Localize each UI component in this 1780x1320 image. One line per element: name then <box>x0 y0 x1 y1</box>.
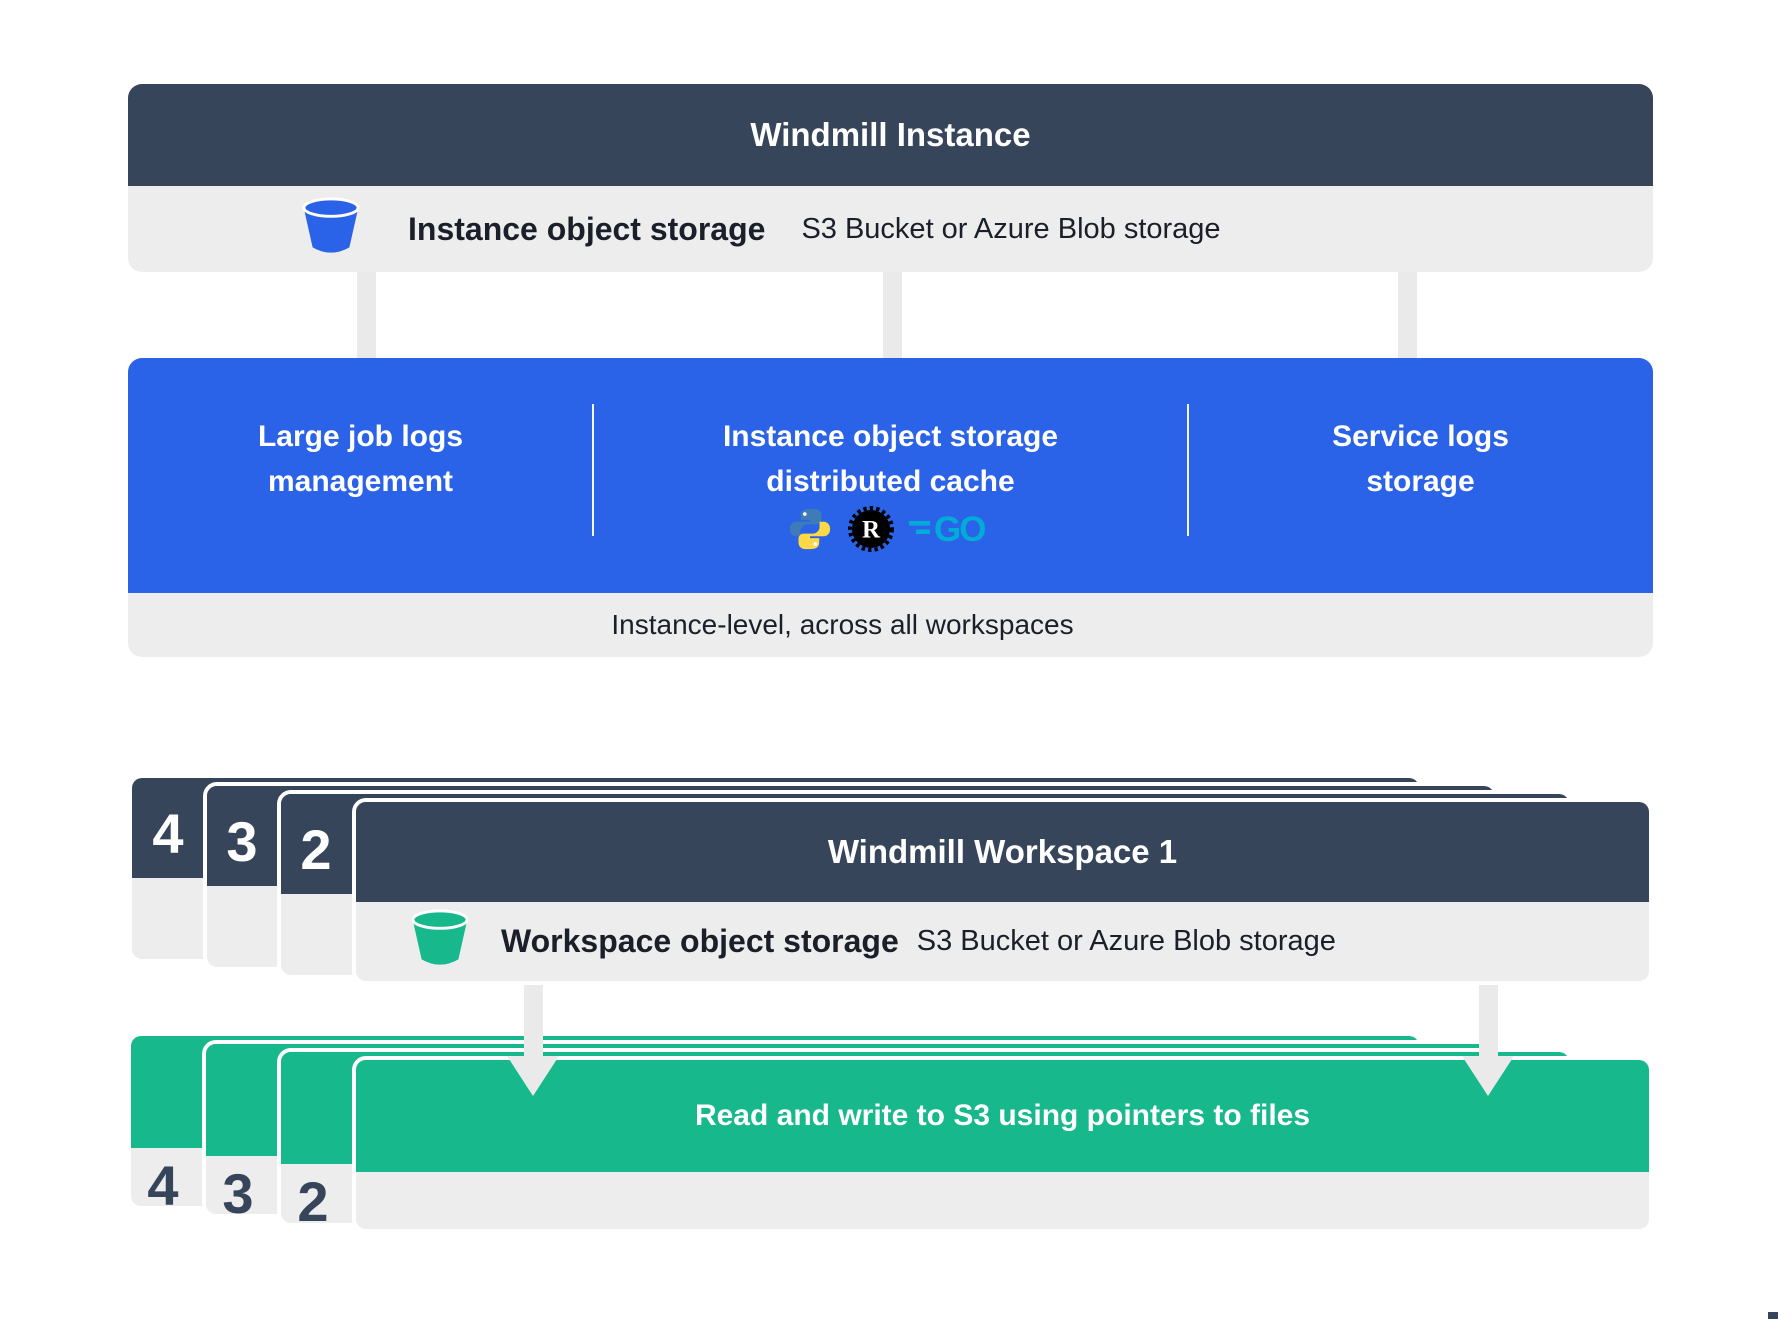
instance-title: Windmill Instance <box>750 116 1031 153</box>
workspace-stack-number-4: 4 <box>152 802 184 865</box>
column-divider <box>1187 404 1189 536</box>
workspace-card-1: Windmill Workspace 1 Workspace object st… <box>352 798 1653 985</box>
workspace-storage-row: Workspace object storage S3 Bucket or Az… <box>356 902 1649 981</box>
action-stack-number-3: 3 <box>222 1162 254 1225</box>
bucket-icon <box>409 909 471 974</box>
down-arrow-head <box>1462 1056 1514 1096</box>
down-arrow <box>1398 272 1417 358</box>
instance-header: Windmill Instance <box>128 84 1653 186</box>
workspace-footer: Workspace-level, one setup per workspace <box>356 1172 1649 1229</box>
svg-text:GO: GO <box>934 510 985 549</box>
rust-icon: R <box>847 505 895 566</box>
instance-storage-label: Instance object storage <box>408 210 766 247</box>
action-headline: Read and write to S3 using pointers to f… <box>356 1060 1649 1172</box>
language-logos-row: R GO <box>593 505 1188 559</box>
workspace-stack-number-3: 3 <box>226 810 258 873</box>
python-icon <box>787 506 833 565</box>
instance-footer: Instance-level, across all workspaces <box>128 593 1653 657</box>
feature-distributed-cache: Instance object storage distributed cach… <box>593 414 1188 559</box>
instance-storage-row: Instance object storage S3 Bucket or Azu… <box>128 186 1653 272</box>
down-arrow-head <box>507 1056 559 1096</box>
workspace-title: Windmill Workspace 1 <box>356 802 1649 902</box>
go-icon: GO <box>908 508 995 563</box>
action-stack-number-2: 2 <box>297 1170 329 1233</box>
corner-artifact <box>1768 1312 1778 1319</box>
instance-footer-text: Instance-level, across all workspaces <box>611 609 1074 640</box>
action-card-1: Read and write to S3 using pointers to f… <box>352 1056 1653 1233</box>
column-divider <box>592 404 594 536</box>
down-arrow <box>357 272 376 358</box>
workspace-storage-label: Workspace object storage <box>501 923 899 959</box>
feature-large-job-logs: Large job logs management <box>257 420 464 498</box>
down-arrow <box>883 272 902 358</box>
workspace-storage-sublabel: S3 Bucket or Azure Blob storage <box>916 925 1336 957</box>
down-arrow <box>524 985 543 1056</box>
action-stack-number-4: 4 <box>147 1154 179 1217</box>
instance-storage-sublabel: S3 Bucket or Azure Blob storage <box>801 212 1221 245</box>
bucket-icon <box>300 196 362 262</box>
workspace-stack-number-2: 2 <box>300 818 332 881</box>
instance-features-box <box>128 358 1653 593</box>
feature-service-logs: Service logs storage <box>1332 420 1509 498</box>
down-arrow <box>1479 985 1498 1056</box>
svg-text:R: R <box>861 516 880 543</box>
